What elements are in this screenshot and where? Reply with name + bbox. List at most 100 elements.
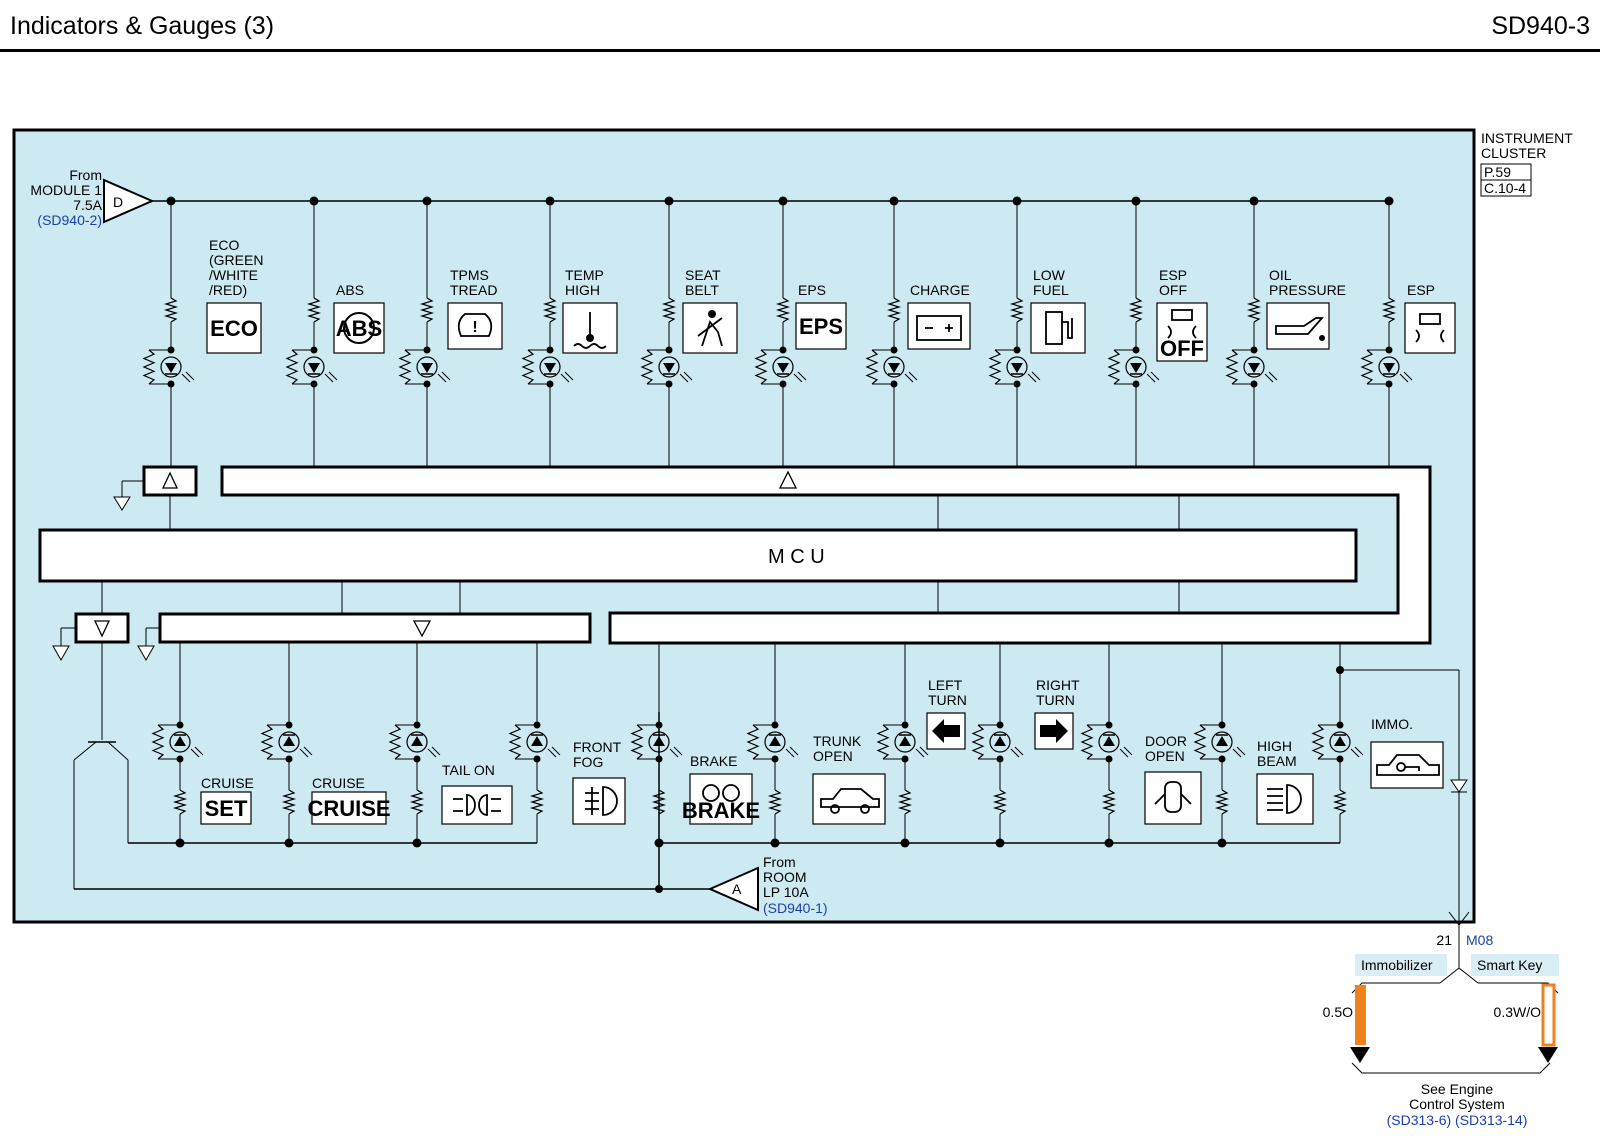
right-arrow-icon [1034,712,1074,750]
source-top-ref[interactable]: (SD940-2) [37,212,102,228]
top_indicators-label-0-1: (GREEN [209,252,263,268]
left-arrow-icon [926,712,966,750]
bottom_indicators-label-9-0: HIGH [1257,738,1292,754]
bottom-driver-small [74,612,130,644]
bottom_indicators-label-6-0: LEFT [928,677,963,693]
high-beam-icon [1256,773,1314,825]
wire-label-0-3wo: 0.3W/O [1494,1004,1542,1020]
bottom-indicator-2: TAIL ON [388,642,513,848]
tpms-icon: ! [447,302,503,350]
branch-label-smart-key-bg [1471,954,1559,976]
svg-text:!: ! [472,319,477,336]
abs-icon: ABS [333,302,385,354]
bottom_indicators-label-8-0: DOOR [1145,733,1187,749]
top_indicators-label-9-1: PRESSURE [1269,282,1346,298]
esp-icon [1404,302,1456,354]
top-driver-large [220,465,1432,645]
page-title: Indicators & Gauges (3) [10,12,275,40]
source-bottom-line1: From [763,854,796,870]
battery-icon [907,302,971,350]
bottom-indicator-1: CRUISE CRUISE [260,642,391,848]
mcu-label: M C U [768,546,825,568]
source-top-line2: MODULE 1 [30,182,102,198]
top_indicators-label-6-0: CHARGE [910,282,970,298]
bottom_indicators-label-5-1: OPEN [813,748,853,764]
top_indicators-icon-text-1: ABS [336,316,382,341]
bottom_indicators-icon-text-1: CRUISE [307,796,390,821]
fuel-pump-icon [1030,302,1086,354]
top-indicator-1: ABS ABS [285,196,385,467]
top_indicators-icon-text-8: OFF [1160,336,1204,361]
cruise-set-icon: SET [200,791,252,825]
eco-icon: ECO [206,302,262,354]
component-name-line1: INSTRUMENT [1481,130,1573,146]
top_indicators-label-3-0: TEMP [565,267,604,283]
branch-label-immobilizer-bg [1355,954,1447,976]
top_indicators-label-8-0: ESP [1159,267,1187,283]
bottom_indicators-label-3-0: FRONT [573,739,622,755]
immobilizer-icon [1370,741,1444,789]
tail-lamp-icon [441,785,513,825]
top-indicator-10: ESP [1360,196,1456,467]
bottom-indicator-10: IMMO. [1311,642,1444,843]
top_indicators-label-0-2: /WHITE [209,267,258,283]
destination-line2: Control System [1409,1096,1505,1112]
top_indicators-icon-text-0: ECO [210,316,258,341]
trunk-open-icon [812,773,886,825]
wire-0-3wo [1541,983,1556,1047]
bottom_indicators-label-3-1: FOG [573,754,603,770]
branch-label-immobilizer: Immobilizer [1361,957,1433,973]
connector-a-triangle [707,866,759,912]
component-page: P.59 [1484,164,1511,180]
component-name-line2: CLUSTER [1481,145,1546,161]
oil-can-icon [1266,302,1330,350]
bottom_indicators-icon-text-0: SET [205,796,248,821]
seat-belt-icon [682,302,738,354]
mcu-block [38,528,1358,583]
destination-refs[interactable]: (SD313-6) (SD313-14) [1387,1112,1528,1128]
top-indicator-6: CHARGE [865,196,971,467]
door-open-icon [1144,771,1202,825]
destination-line1: See Engine [1421,1081,1494,1097]
branch-label-smart-key: Smart Key [1477,957,1542,973]
bottom_indicators-label-5-0: TRUNK [813,733,862,749]
output-pin: 21 [1436,932,1452,948]
front-fog-icon [572,777,626,825]
top_indicators-label-4-1: BELT [685,282,719,298]
top_indicators-label-1-0: ABS [336,282,364,298]
top_indicators-label-2-1: TREAD [450,282,497,298]
bottom-driver-large [158,612,592,644]
cruise-icon: CRUISE [307,791,391,825]
top-indicator-group: ECOECO(GREEN/WHITE/RED)ABSABS!TPMSTREADT… [142,196,1456,467]
bottom_indicators-label-7-1: TURN [1036,692,1075,708]
bottom_indicators-label-4-0: BRAKE [690,753,737,769]
top_indicators-label-2-0: TPMS [450,267,489,283]
source-bottom-ref[interactable]: (SD940-1) [763,900,828,916]
eps-icon: EPS [795,302,847,350]
bottom_indicators-label-1-0: CRUISE [312,775,365,791]
source-top-line1: From [69,167,102,183]
bottom_indicators-label-7-0: RIGHT [1036,677,1080,693]
connector-d-triangle [103,178,155,224]
top_indicators-label-7-1: FUEL [1033,282,1069,298]
bottom_indicators-label-6-1: TURN [928,692,967,708]
top_indicators-label-5-0: EPS [798,282,826,298]
bottom_indicators-label-8-1: OPEN [1145,748,1185,764]
top-indicator-5: EPS EPS [754,196,847,467]
